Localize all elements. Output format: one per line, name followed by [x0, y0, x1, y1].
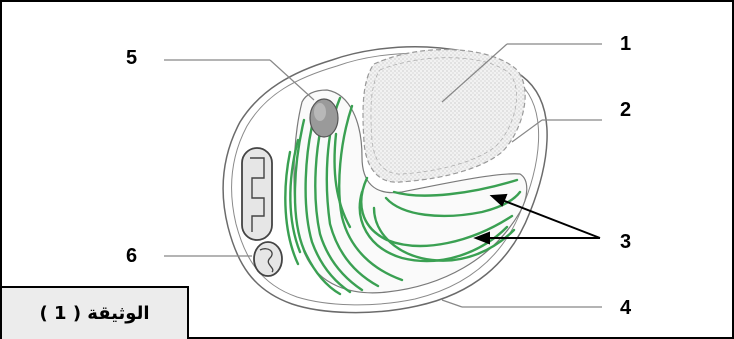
- document-caption: الوثيقة ( 1 ): [2, 286, 189, 339]
- label-3: 3: [620, 232, 631, 252]
- label-4: 4: [620, 298, 631, 318]
- mitochondrion-small: [254, 242, 282, 276]
- label-5: 5: [126, 48, 137, 68]
- nucleus: [363, 50, 525, 183]
- label-6: 6: [126, 246, 137, 266]
- label-1: 1: [620, 34, 631, 54]
- mitochondrion-large: [242, 148, 272, 240]
- label-2: 2: [620, 100, 631, 120]
